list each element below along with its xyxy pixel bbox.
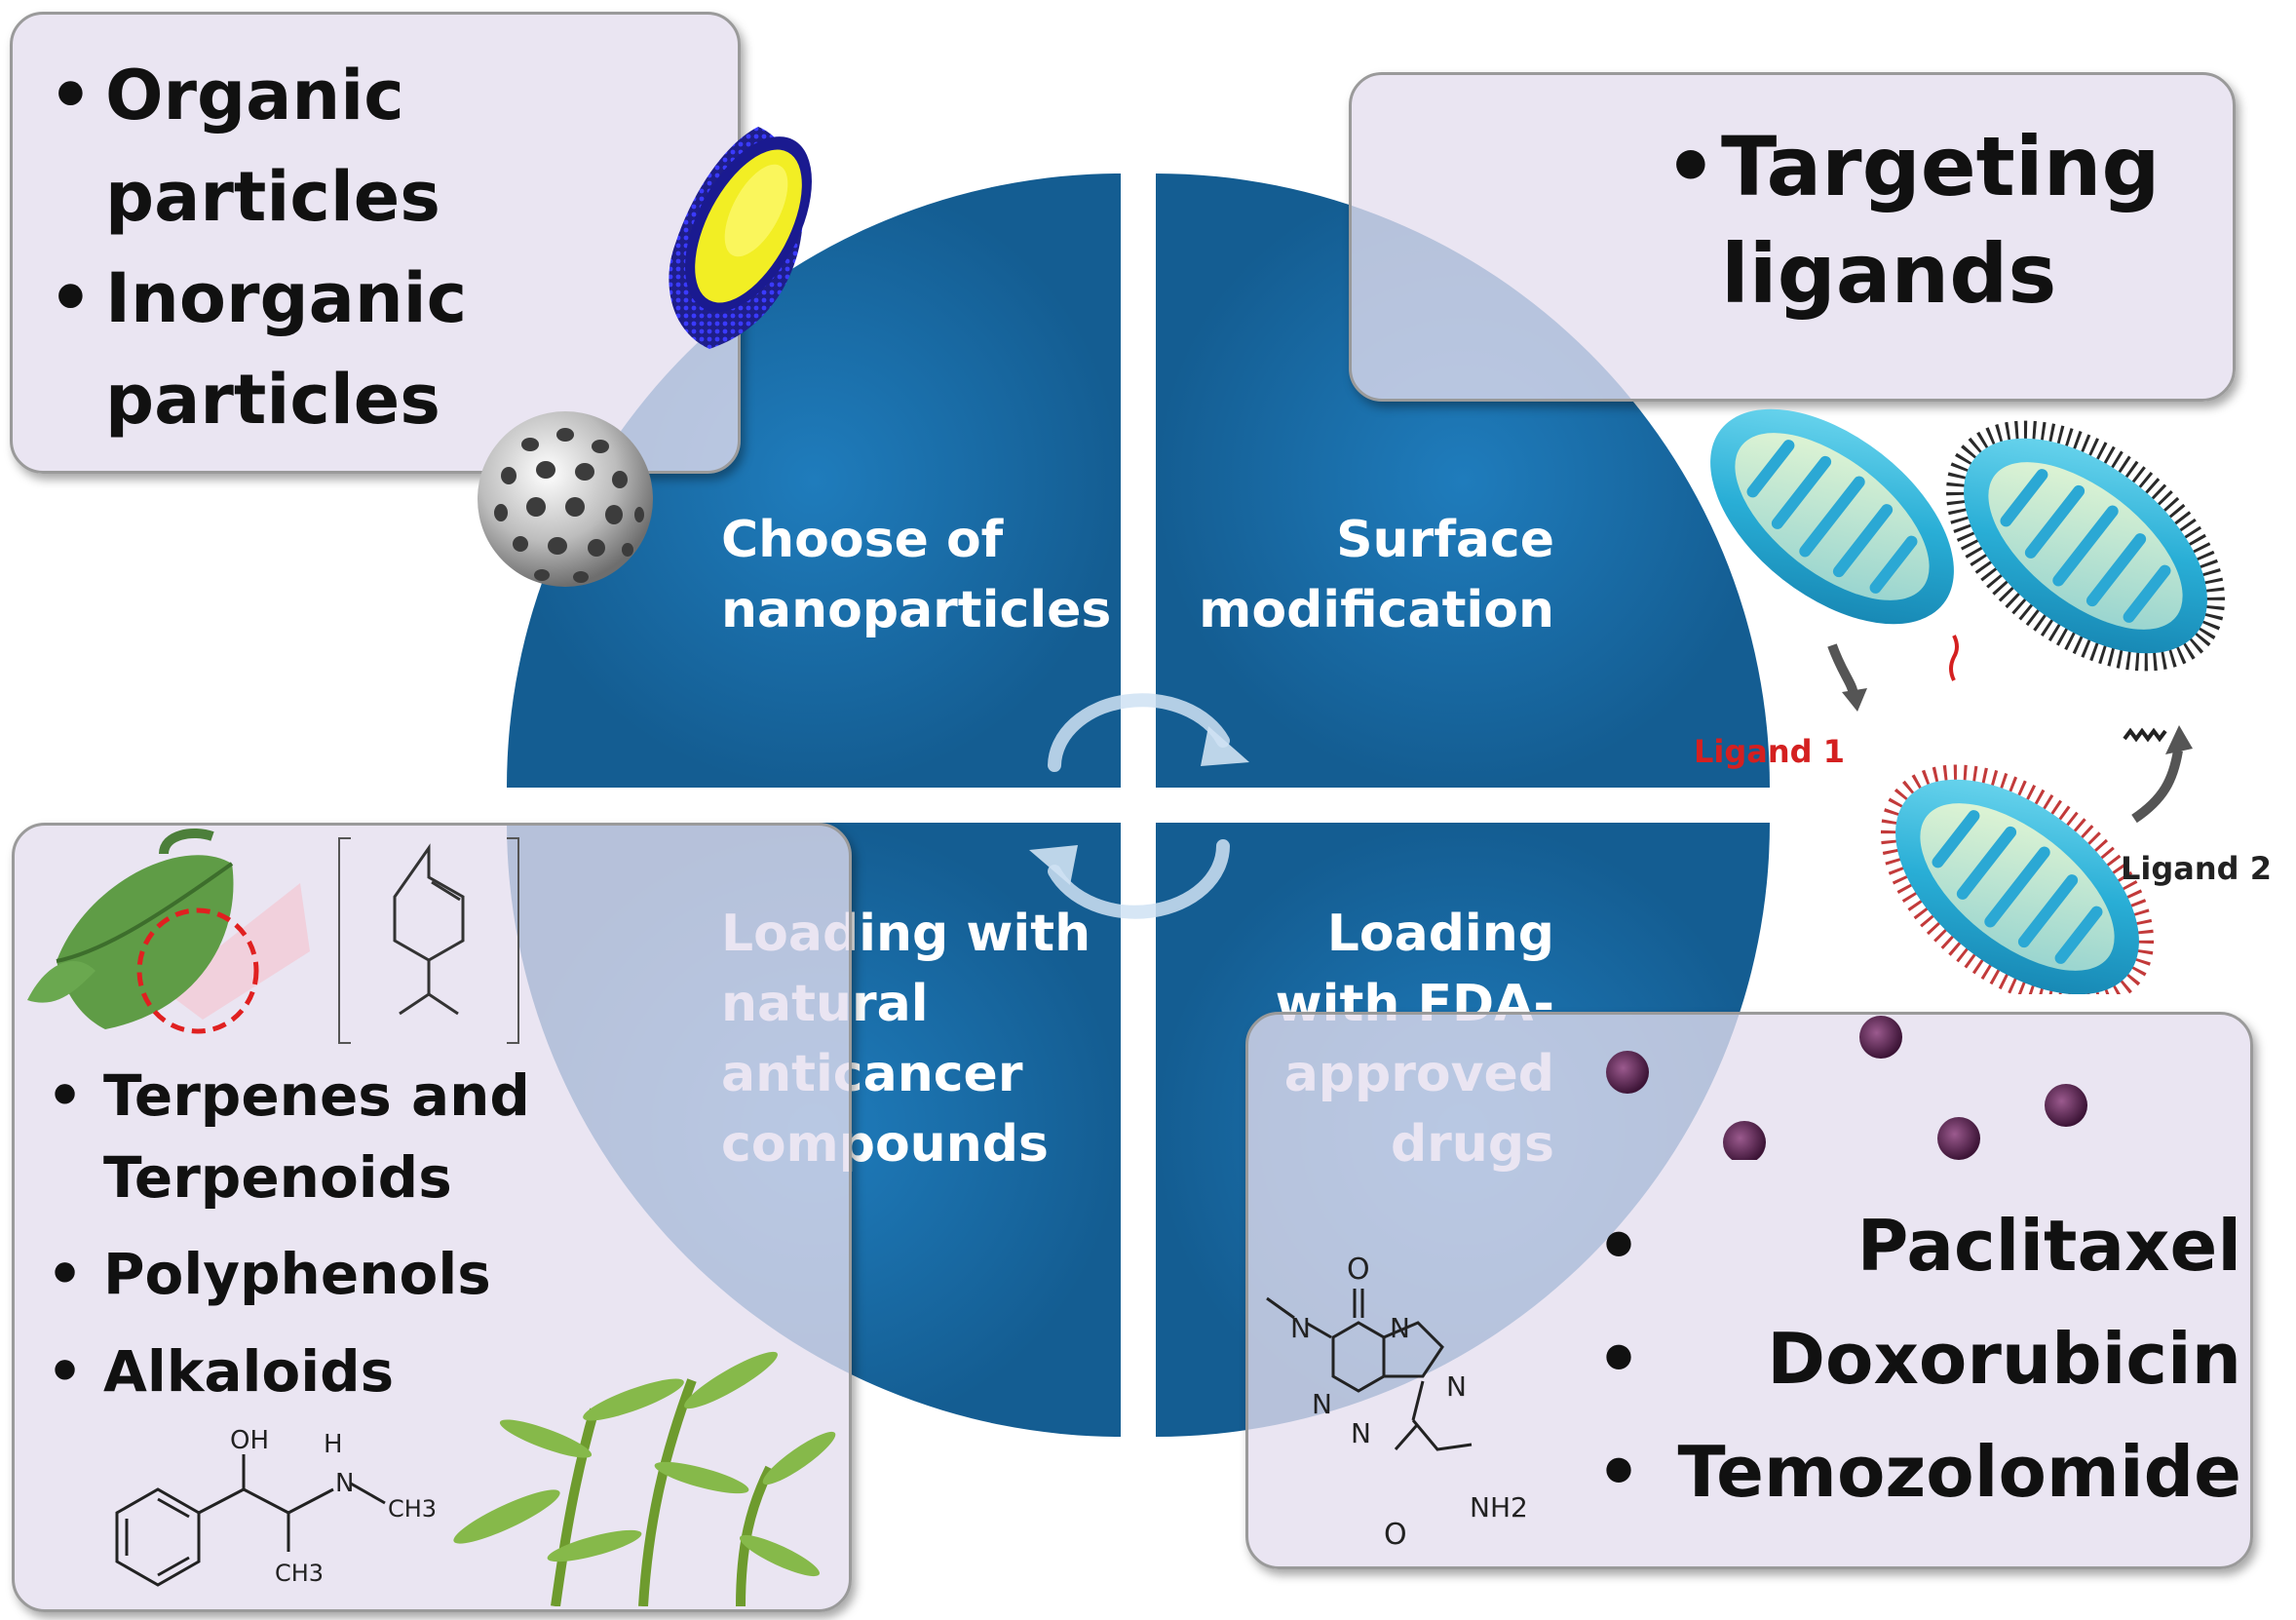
ephedrine-n: N [335,1469,354,1498]
drug-particle-left [1606,1051,1649,1094]
bullet-terpenes: Terpenes and Terpenoids [39,1055,585,1218]
tmz-o-bottom: O [1384,1518,1407,1552]
cycle-arrowhead-left [1029,845,1078,885]
tmz-n5: N [1446,1370,1467,1403]
ligand-1-label: Ligand 1 [1694,733,1845,770]
cycle-arrowhead-right [1201,726,1249,766]
ephedrine-ch3-b: CH3 [275,1560,324,1587]
cell-images [1710,408,2225,994]
bullet-temozolomide: Temozolomide [1588,1415,2241,1528]
alkaloid-structure: OH H N CH3 CH3 [115,1426,437,1587]
liposome-image [669,127,812,349]
ephedrine-h: H [324,1430,343,1459]
drugs-list: Paclitaxel Doxorubicin Temozolomide [1588,1189,2241,1528]
tmz-o-top: O [1347,1253,1370,1287]
cell-ligand-2 [1946,420,2225,672]
terpene-structure [338,837,519,1044]
bullet-alkaloids: Alkaloids [39,1330,585,1413]
natural-list: Terpenes and Terpenoids Polyphenols Alka… [39,1055,585,1413]
ligands-list: Targeting ligands [1657,113,2163,328]
tmz-nh2: NH2 [1470,1491,1528,1524]
label-surface-modification: Surface modification [1199,511,1554,639]
bullet-targeting-ligands: Targeting ligands [1657,113,2163,328]
tmz-n1: N [1290,1312,1311,1344]
arrow-to-ligand2 [2131,750,2183,824]
plant-image [453,1351,836,1606]
cell-unmodified [1710,408,1954,625]
zoom-circle [136,907,259,1034]
ligand-2-label: Ligand 2 [2121,850,2272,887]
particles-list: Organic particles Inorganic particles [41,45,548,450]
ephedrine-ch3-a: CH3 [388,1495,437,1523]
ephedrine-oh: OH [230,1426,269,1455]
ligand1-squiggle [1949,635,1959,681]
quadrant-top-right [1156,174,1770,788]
bullet-doxorubicin: Doxorubicin [1588,1302,2241,1415]
temozolomide-structure: O N N N N N O NH2 [1266,1253,1528,1552]
quadrant-top-left [507,174,1121,788]
bullet-paclitaxel: Paclitaxel [1588,1189,2241,1302]
ligand2-squiggle [2123,727,2167,743]
label-choose-nanoparticles: Choose of nanoparticles [721,511,1112,639]
tmz-n2: N [1312,1388,1332,1420]
arrow-to-ligand1 [1827,643,1858,696]
cycle-arrows [1048,693,1230,919]
bullet-inorganic-particles: Inorganic particles [41,248,548,450]
leaf-image [27,829,310,1034]
bullet-organic-particles: Organic particles [41,45,548,248]
tmz-n3: N [1351,1417,1371,1449]
arrow-to-ligand1-head [1842,688,1867,712]
drug-particles [1723,1016,2087,1160]
bullet-polyphenols: Polyphenols [39,1232,585,1316]
tmz-n4: N [1390,1312,1410,1344]
arrow-to-ligand2-head [2165,725,2193,754]
porous-sphere-image [478,411,653,587]
